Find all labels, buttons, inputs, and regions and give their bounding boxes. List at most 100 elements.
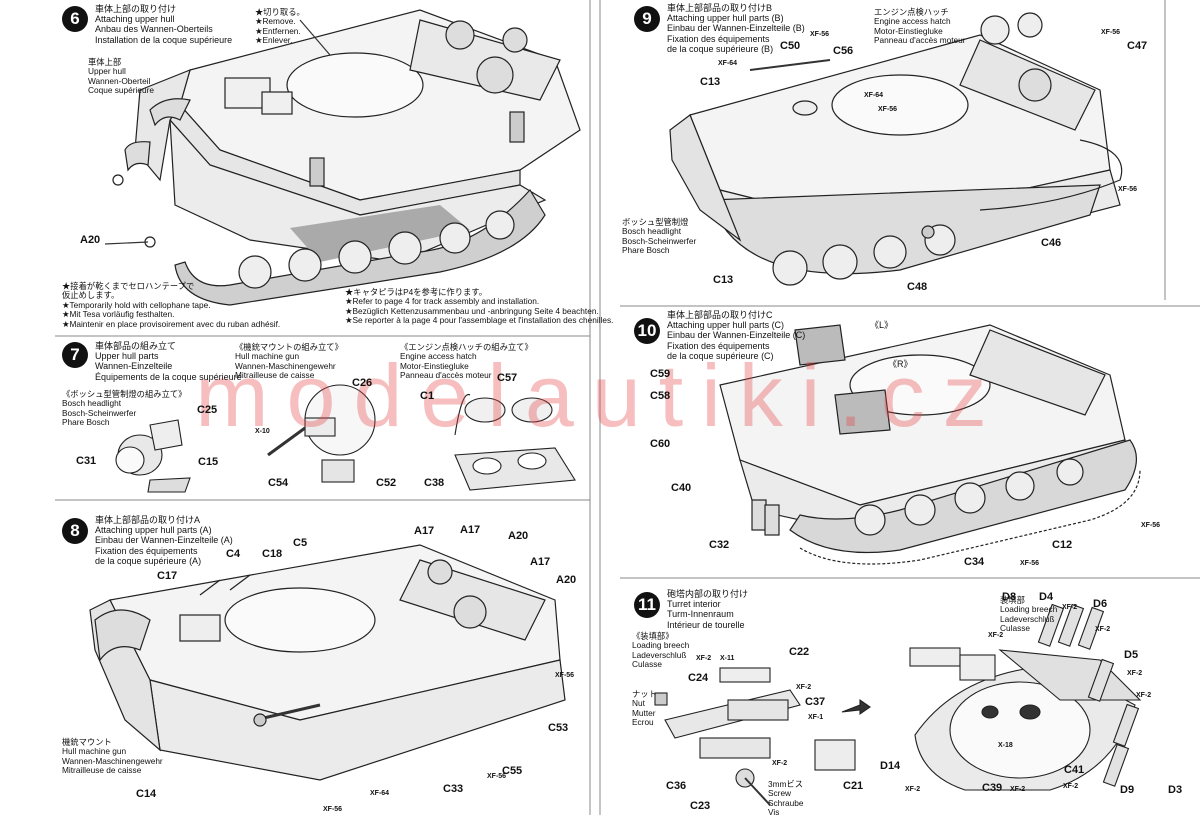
part-label: C17 (157, 570, 178, 582)
part-label: C38 (424, 477, 445, 489)
part-label: A17 (530, 556, 551, 568)
part-label: C13 (700, 76, 721, 88)
part-label: C23 (690, 800, 711, 812)
mg-label: 《機銃マウントの組み立て》 Hull machine gun Wannen-Ma… (235, 342, 343, 381)
part-label: C26 (352, 377, 373, 389)
paint-label: X-10 (255, 428, 270, 435)
paint-label: XF-2 (1136, 692, 1152, 699)
step-number: 9 (634, 6, 660, 32)
part-label: A20 (556, 574, 577, 586)
step10-hull-drawing (719, 324, 1141, 565)
part-label: C58 (650, 390, 671, 402)
paint-label: XF-2 (1095, 626, 1111, 633)
headlight-label: 《ボッシュ型管制燈の組み立て》 Bosch headlight Bosch-Sc… (62, 389, 187, 428)
step-number: 6 (62, 6, 88, 32)
part-label: C22 (789, 646, 810, 658)
part-label: C13 (713, 274, 734, 286)
paint-label: XF-56 (555, 672, 575, 679)
part-label: D14 (880, 760, 901, 772)
part-label: C46 (1041, 237, 1062, 249)
paint-label: XF-2 (1062, 604, 1078, 611)
part-label: D6 (1093, 598, 1108, 610)
paint-label: XF-64 (370, 790, 390, 797)
part-label: C34 (964, 556, 985, 568)
step9-hull-drawing (669, 12, 1123, 286)
part-label: D9 (1120, 784, 1135, 796)
part-label: D8 (1002, 591, 1017, 603)
paint-label: XF-2 (696, 655, 712, 662)
part-label: C18 (262, 548, 283, 560)
part-label: C41 (1064, 764, 1085, 776)
part-label: C33 (443, 783, 464, 795)
paint-label: XF-56 (878, 106, 898, 113)
part-label: C54 (268, 477, 289, 489)
step-title: 車体上部の取り付け Attaching upper hull Anbau des… (95, 4, 233, 45)
part-label: C4 (226, 548, 241, 560)
part-label: A20 (80, 234, 101, 246)
part-label: C39 (982, 782, 1003, 794)
screw-label: 3mmビス Screw Schraube Vis (768, 779, 804, 818)
part-label: C25 (197, 404, 218, 416)
part-label: C36 (666, 780, 687, 792)
part-label: C52 (376, 477, 397, 489)
part-label: C24 (688, 672, 709, 684)
nut-label: ナット Nut Mutter Ecrou (632, 689, 657, 728)
paint-label: XF-2 (988, 632, 1004, 639)
mg-label: 機銃マウント Hull machine gun Wannen-Maschinen… (62, 737, 163, 776)
paint-label: XF-56 (1101, 29, 1121, 36)
step8-hull-drawing (89, 544, 566, 781)
upper-hull-label: 車体上部 Upper hull Wannen-Oberteil Coque su… (88, 57, 154, 96)
breech-label: 装填部 Loading breech Ladeverschluß Culasse (1000, 595, 1058, 634)
part-label: A20 (508, 530, 529, 542)
tape-note: ★接着が乾くまでセロハンテープで 仮止めします。 ★Temporarily ho… (62, 281, 281, 329)
step-number: 10 (634, 318, 660, 344)
part-label: C55 (502, 765, 523, 777)
part-label: D4 (1039, 591, 1054, 603)
part-label: C15 (198, 456, 219, 468)
right-label: 《R》 (888, 359, 913, 369)
step-title: 車体部品の組み立て Upper hull parts Wannen-Einzel… (95, 341, 242, 382)
step7-parts-drawing (115, 384, 576, 493)
part-label: C48 (907, 281, 928, 293)
left-label: 《L》 (870, 320, 894, 330)
part-label: C47 (1127, 40, 1148, 52)
paint-label: X-18 (998, 742, 1013, 749)
hatch-label: エンジン点検ハッチ Engine access hatch Motor-Eins… (874, 7, 966, 46)
part-label: C5 (293, 537, 308, 549)
paint-label: XF-56 (810, 31, 830, 38)
hatch-label: 《エンジン点検ハッチの組み立て》 Engine access hatch Mot… (400, 342, 533, 381)
paint-label: XF-2 (772, 760, 788, 767)
part-label: C21 (843, 780, 864, 792)
part-label: C1 (420, 390, 435, 402)
step6-hull-drawing (104, 9, 581, 306)
paint-label: XF-56 (1118, 186, 1138, 193)
paint-label: XF-56 (1141, 522, 1161, 529)
part-label: C37 (805, 696, 826, 708)
paint-label: XF-56 (1020, 560, 1040, 567)
part-label: C40 (671, 482, 692, 494)
paint-label: X-11 (720, 655, 735, 662)
part-label: C53 (548, 722, 569, 734)
track-note: ★キャタピラはP4を参考に作ります。 ★Refer to page 4 for … (345, 287, 614, 326)
breech-label: 《装填部》 Loading breech Ladeverschluß Culas… (632, 631, 690, 670)
paint-label: XF-2 (796, 684, 812, 691)
step-number: 8 (62, 518, 88, 544)
paint-label: XF-64 (718, 60, 738, 67)
paint-label: XF-2 (1063, 783, 1079, 790)
step-number: 11 (634, 592, 660, 618)
step11-turret-drawing (654, 603, 1142, 806)
part-label: C56 (833, 45, 854, 57)
paint-label: XF-1 (808, 714, 824, 721)
remove-note: ★切り取る。 ★Remove. ★Entfernen. ★Enlever. (255, 7, 305, 46)
step-title: 車体上部部品の取り付けC Attaching upper hull parts … (667, 310, 806, 361)
part-label: A17 (460, 524, 481, 536)
part-label: C59 (650, 368, 671, 380)
step-title: 車体上部部品の取り付けA Attaching upper hull parts … (95, 515, 233, 566)
paint-label: XF-2 (1010, 786, 1026, 793)
part-label: D5 (1124, 649, 1139, 661)
headlight-label: ボッシュ型管制燈 Bosch headlight Bosch-Scheinwer… (622, 217, 697, 256)
part-label: C12 (1052, 539, 1073, 551)
part-label: D3 (1168, 784, 1183, 796)
paint-label: XF-64 (864, 92, 884, 99)
